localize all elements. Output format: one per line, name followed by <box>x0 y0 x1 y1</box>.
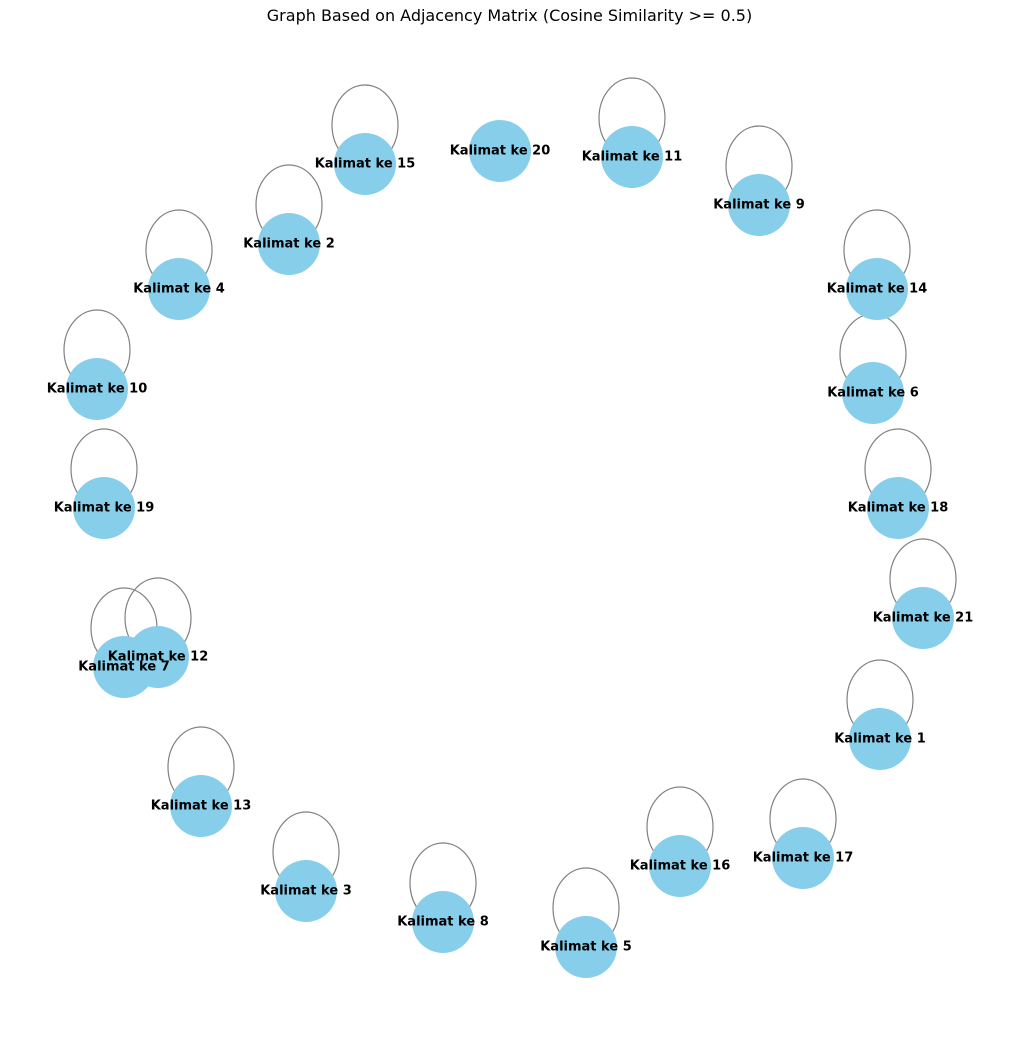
graph-nodes <box>66 120 954 978</box>
node-label: Kalimat ke 5 <box>540 940 632 955</box>
graph-node <box>867 477 929 539</box>
node-label: Kalimat ke 6 <box>827 386 919 401</box>
node-circle <box>867 477 929 539</box>
graph-node <box>73 477 135 539</box>
node-label: Kalimat ke 4 <box>133 282 225 297</box>
node-circle <box>412 891 474 953</box>
graph-node <box>469 120 531 182</box>
node-circle <box>469 120 531 182</box>
graph-node <box>275 860 337 922</box>
node-label: Kalimat ke 12 <box>108 650 209 665</box>
graph-node <box>170 775 232 837</box>
graph-node <box>412 891 474 953</box>
node-label: Kalimat ke 14 <box>827 282 928 297</box>
node-circle <box>66 358 128 420</box>
node-circle <box>555 916 617 978</box>
node-label: Kalimat ke 2 <box>243 237 335 252</box>
graph-node <box>772 827 834 889</box>
node-circle <box>772 827 834 889</box>
node-label: Kalimat ke 20 <box>450 144 551 159</box>
graph-node <box>649 835 711 897</box>
node-label: Kalimat ke 10 <box>47 382 148 397</box>
node-label: Kalimat ke 8 <box>397 915 489 930</box>
node-circle <box>842 362 904 424</box>
graph-node <box>555 916 617 978</box>
node-label: Kalimat ke 7 <box>78 660 170 675</box>
graph-node <box>601 126 663 188</box>
node-circle <box>649 835 711 897</box>
node-circle <box>148 258 210 320</box>
node-label: Kalimat ke 11 <box>582 150 683 165</box>
node-label: Kalimat ke 21 <box>873 611 974 626</box>
graph-title: Graph Based on Adjacency Matrix (Cosine … <box>266 6 753 25</box>
graph-node <box>892 587 954 649</box>
node-circle <box>846 258 908 320</box>
graph-node <box>93 636 155 698</box>
node-circle <box>849 708 911 770</box>
graph-node <box>334 133 396 195</box>
node-label: Kalimat ke 13 <box>151 799 252 814</box>
node-circle <box>93 636 155 698</box>
graph-node <box>842 362 904 424</box>
node-circle <box>728 174 790 236</box>
node-circle <box>334 133 396 195</box>
graph-node <box>148 258 210 320</box>
node-circle <box>892 587 954 649</box>
node-label: Kalimat ke 15 <box>315 157 416 172</box>
node-label: Kalimat ke 3 <box>260 884 352 899</box>
node-label: Kalimat ke 16 <box>630 859 731 874</box>
node-circle <box>73 477 135 539</box>
graph-node <box>728 174 790 236</box>
node-label: Kalimat ke 17 <box>753 851 854 866</box>
node-label: Kalimat ke 19 <box>54 501 155 516</box>
node-circle <box>275 860 337 922</box>
node-label: Kalimat ke 18 <box>848 501 949 516</box>
graph-node <box>849 708 911 770</box>
node-label: Kalimat ke 1 <box>834 732 926 747</box>
node-circle <box>601 126 663 188</box>
node-label: Kalimat ke 9 <box>713 198 805 213</box>
node-circle <box>170 775 232 837</box>
node-circle <box>258 213 320 275</box>
graph-node <box>66 358 128 420</box>
graph-node <box>846 258 908 320</box>
graph-node <box>258 213 320 275</box>
